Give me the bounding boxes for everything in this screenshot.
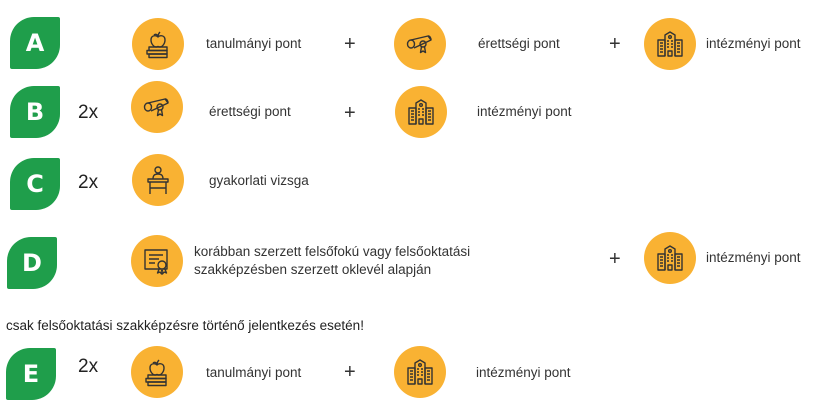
leaf-badge-e: E [6,348,56,400]
item-label: tanulmányi pont [206,365,302,380]
multiplier: 2x [78,102,99,123]
row-letter: C [26,170,44,198]
leaf-badge-b: B [10,86,60,138]
item-label-line1: korábban szerzett felsőfokú vagy felsőok… [194,244,471,259]
row-letter: B [25,98,45,126]
multiplier: 2x [78,356,99,377]
plus-operator: + [344,361,356,383]
item-label: intézményi pont [476,365,571,380]
item-label: intézményi pont [706,36,801,51]
item-label-line2: szakképzésben szerzett oklevél alapján [194,262,432,277]
building-icon [644,232,696,284]
plus-operator: + [344,33,356,55]
plus-operator: + [344,102,356,124]
building-icon [395,86,447,138]
certificate-icon [131,235,183,287]
apple-books-icon [132,18,184,70]
building-icon [394,346,446,398]
building-icon [644,18,696,70]
item-label: tanulmányi pont [206,36,302,51]
exam-desk-icon [132,154,184,206]
multiplier: 2x [78,172,99,193]
row-letter: D [22,249,42,277]
row-letter: E [22,360,40,388]
plus-operator: + [609,248,621,270]
leaf-badge-a: A [10,17,60,69]
note-text: csak felsőoktatási szakképzésre történő … [6,318,364,333]
leaf-badge-d: D [7,237,57,289]
item-label: érettségi pont [478,36,560,51]
leaf-badge-c: C [10,158,60,210]
diploma-scroll-icon [131,81,183,133]
item-label: intézményi pont [477,104,572,119]
item-label: érettségi pont [209,104,291,119]
apple-books-icon [131,346,183,398]
item-label: gyakorlati vizsga [209,173,309,188]
diploma-scroll-icon [394,18,446,70]
plus-operator: + [609,33,621,55]
row-letter: A [25,29,45,57]
item-label: intézményi pont [706,250,801,265]
